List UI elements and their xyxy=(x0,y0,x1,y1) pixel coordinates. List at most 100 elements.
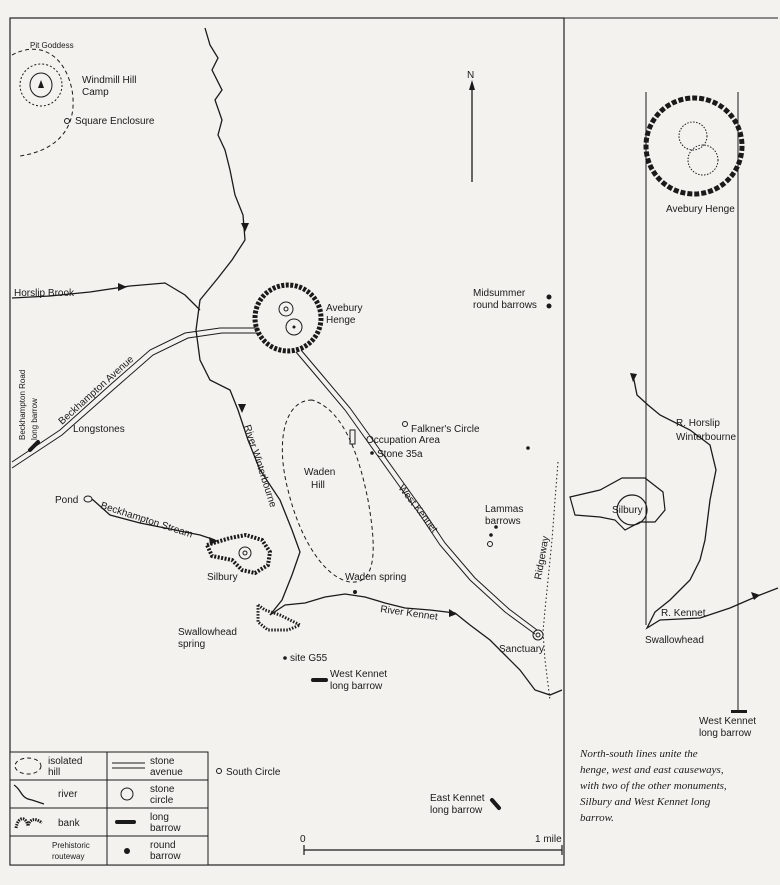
ek-long-barrow-label: East Kennet xyxy=(430,793,485,804)
beckhampton-avenue-label: Beckhampton Avenue xyxy=(57,354,137,427)
legend-long-label: long xyxy=(150,812,169,823)
inset-silbury-label: Silbury xyxy=(612,505,643,516)
lammas-barrows-label: barrows xyxy=(485,516,521,527)
legend-round-barrow-label: barrow xyxy=(150,851,181,862)
stone-35a-label: Stone 35a xyxy=(377,449,423,460)
caption-line-2: henge, west and east causeways, xyxy=(580,764,724,776)
legend-hill-label: hill xyxy=(48,767,60,778)
scale-start-label: 0 xyxy=(300,834,306,845)
swallowhead-label: Swallowhead xyxy=(178,627,237,638)
scale-end-label: 1 mile xyxy=(535,834,562,845)
avebury-henge-label: Henge xyxy=(326,315,356,326)
inset-wk-label: West Kennet xyxy=(699,716,756,727)
river-icon xyxy=(13,784,45,805)
legend-routeway-label: routeway xyxy=(52,852,84,861)
site-marker-icon xyxy=(283,656,287,660)
north-arrow-icon xyxy=(469,80,475,182)
legend-river-label: river xyxy=(58,789,78,800)
waden-spring-label: Waden spring xyxy=(345,572,406,583)
round-barrow-icon xyxy=(487,541,493,547)
round-barrow-icon xyxy=(494,525,498,529)
square-enclosure-label: Square Enclosure xyxy=(75,116,155,127)
west-kennet-label: West Kennet xyxy=(396,483,440,535)
wk-long-barrow-label: West Kennet xyxy=(330,669,387,680)
legend-stone-label: stone xyxy=(150,756,175,767)
river-flow-arrow-icon xyxy=(751,592,760,600)
inset-r-horslip-label: R. Horslip xyxy=(676,418,720,429)
silbury-label: Silbury xyxy=(207,572,238,583)
windmill-hill-camp-icon xyxy=(11,48,74,157)
beckhampton-avenue-line xyxy=(11,327,258,469)
silbury-hill-icon xyxy=(204,532,273,576)
river-flow-arrow-icon xyxy=(118,283,127,291)
round-barrow-icon xyxy=(124,848,130,854)
midsummer-label: Midsummer xyxy=(473,288,526,299)
legend-stone-circle-label: stone xyxy=(150,784,175,795)
ridgeway-line xyxy=(542,461,559,701)
inset-winterbourne-label: Winterbourne xyxy=(676,432,736,443)
swallowhead-spring-label: spring xyxy=(178,639,205,650)
beckhampton-road-label: Beckhampton Road xyxy=(18,370,27,440)
stone-circle-icon xyxy=(402,421,408,427)
stone-circle-icon xyxy=(120,787,134,801)
legend-avenue-label: avenue xyxy=(150,767,183,778)
long-barrow-icon xyxy=(28,440,40,452)
inset-long-barrow-icon xyxy=(731,710,747,713)
beckhampton-stream-label: Beckhampton Stream xyxy=(99,500,194,540)
isolated-hill-icon xyxy=(14,757,42,775)
river-flow-arrow-icon xyxy=(238,404,246,413)
west-kennet-avenue-line xyxy=(295,349,538,635)
occupation-area-icon xyxy=(349,429,356,445)
windmill-hill-camp-label: Camp xyxy=(82,87,109,98)
waden-label: Waden xyxy=(304,467,335,478)
inset-silbury-icon xyxy=(569,477,666,531)
swallowhead-bank-icon xyxy=(256,602,304,632)
south-circle-label: South Circle xyxy=(226,767,281,778)
stone-marker-icon xyxy=(370,451,374,455)
river-kennet-line xyxy=(269,593,563,696)
spring-icon xyxy=(353,590,357,594)
scale-bar xyxy=(303,845,563,855)
lammas-label: Lammas xyxy=(485,504,523,515)
legend-prehistoric-label: Prehistoric xyxy=(52,841,90,850)
legend-bank-label: bank xyxy=(58,818,81,829)
occupation-area-label: Occupation Area xyxy=(366,435,440,446)
legend-round-label: round xyxy=(150,840,176,851)
river-winterbourne-label: River Winterbourne xyxy=(241,424,278,510)
avebury-henge-icon xyxy=(252,282,324,354)
horslip-brook-label: Horslip Brook xyxy=(14,288,75,299)
longstones-label: Longstones xyxy=(73,424,125,435)
wk-long-barrow-label-2: long barrow xyxy=(330,681,383,692)
river-flow-arrow-icon xyxy=(630,373,637,382)
square-enclosure-icon xyxy=(64,118,70,124)
beckhampton-road-barrow-label: long barrow xyxy=(30,398,39,440)
inset-swallowhead-label: Swallowhead xyxy=(645,635,704,646)
inset-river-line xyxy=(632,374,779,630)
stone-avenue-icon xyxy=(112,762,145,769)
site-g55-label: site G55 xyxy=(290,653,328,664)
ek-long-barrow-label-2: long barrow xyxy=(430,805,483,816)
main-map-frame xyxy=(9,17,565,866)
long-barrow-icon xyxy=(490,798,501,810)
inset-wk-barrow-label: long barrow xyxy=(699,728,752,739)
caption-line-4: Silbury and West Kennet long xyxy=(580,796,711,808)
round-barrow-icon xyxy=(526,446,530,450)
inset-avebury-henge-icon xyxy=(643,95,745,197)
round-barrow-icon xyxy=(546,294,552,300)
inset-r-kennet-label: R. Kennet xyxy=(661,608,706,619)
north-label: N xyxy=(467,70,474,81)
waden-hill-label: Hill xyxy=(311,480,325,491)
caption-line-1: North-south lines unite the xyxy=(579,748,698,760)
falkners-circle-label: Falkner's Circle xyxy=(411,424,480,435)
stone-circle-icon xyxy=(216,768,222,774)
river-winterbourne-line xyxy=(195,27,301,616)
caption: North-south lines unite the henge, west … xyxy=(579,748,727,824)
legend-isolated-label: isolated xyxy=(48,756,82,767)
legend xyxy=(9,751,209,866)
bank-icon xyxy=(14,817,43,829)
beckhampton-stream-line xyxy=(91,498,216,541)
pond-icon xyxy=(83,495,93,503)
midsummer-barrows-label: round barrows xyxy=(473,300,537,311)
round-barrow-icon xyxy=(546,303,552,309)
